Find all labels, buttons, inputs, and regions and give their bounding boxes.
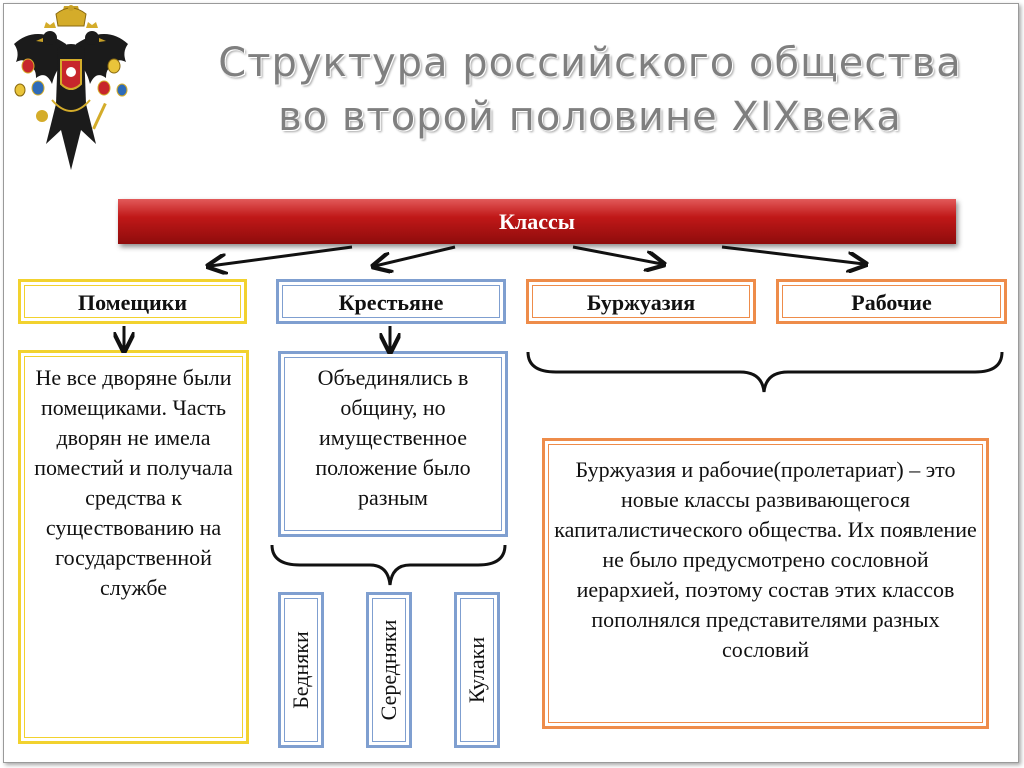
bourgeoisie-note-box: Буржуазия и рабочие(пролетариат) – это н… <box>542 438 989 729</box>
slide-title: Структура российского общества во второй… <box>190 36 990 144</box>
class-burzhuaziya: Буржуазия <box>526 279 756 324</box>
peasant-group-kulaki: Кулаки <box>454 592 500 748</box>
krestyane-note: Объединялись в общину, но имущественное … <box>315 365 471 510</box>
bourgeoisie-note: Буржуазия и рабочие(пролетариат) – это н… <box>554 457 977 662</box>
peasant-group-bednyaki: Бедняки <box>278 592 324 748</box>
krestyane-note-box: Объединялись в общину, но имущественное … <box>278 351 508 537</box>
pomeshchiki-note: Не все дворяне были помещиками. Часть дв… <box>34 365 233 600</box>
class-rabochie: Рабочие <box>776 279 1007 324</box>
class-pomeshchiki: Помещики <box>18 279 247 324</box>
title-line-2: во второй половине XIXвека <box>278 94 902 140</box>
pomeshchiki-note-box: Не все дворяне были помещиками. Часть дв… <box>18 350 249 744</box>
peasant-group-label: Бедняки <box>288 631 313 709</box>
classes-bar: Классы <box>118 199 956 244</box>
double-headed-eagle-icon <box>14 5 128 170</box>
title-line-1: Структура российского общества <box>218 40 962 86</box>
class-krestyane: Крестьяне <box>276 279 506 324</box>
peasant-group-serednyaki: Середняки <box>366 592 412 748</box>
peasant-group-label: Кулаки <box>464 636 489 704</box>
peasant-group-label: Середняки <box>376 619 401 721</box>
